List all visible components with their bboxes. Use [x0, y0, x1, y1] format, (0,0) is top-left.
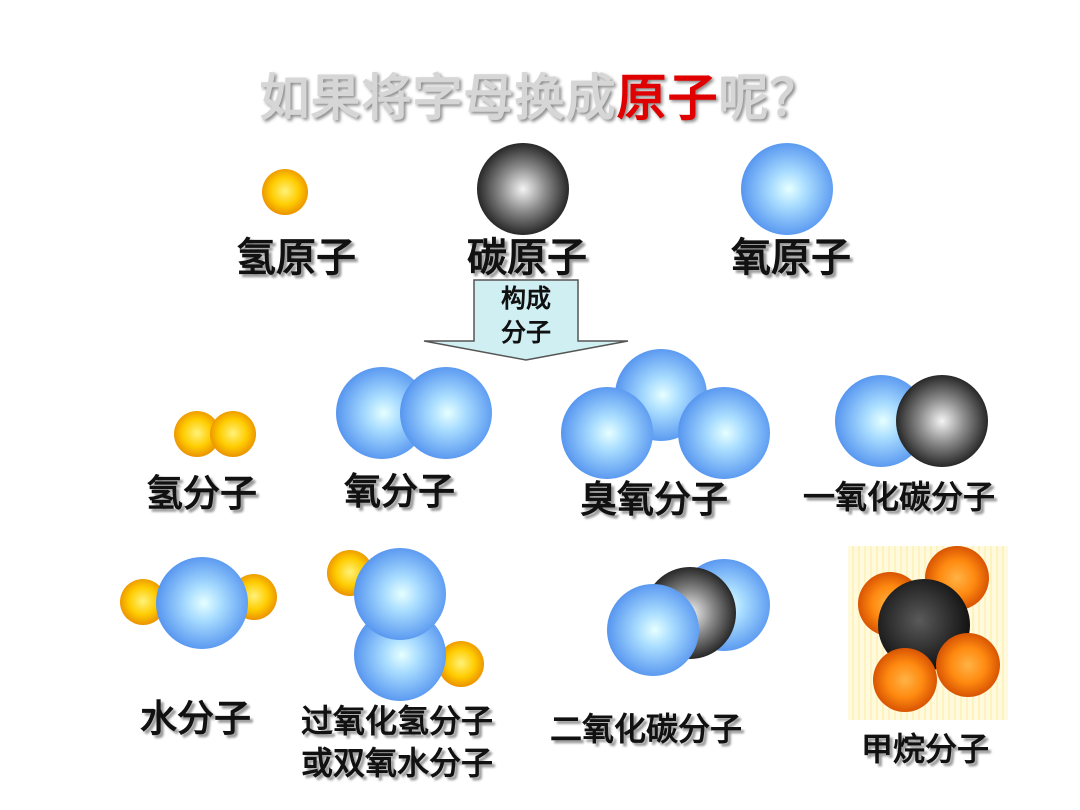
hydrogen-peroxide-label: 过氧化氢分子: [301, 702, 494, 740]
hydrogen-peroxide-model: [327, 548, 484, 701]
oxygen-molecule-model: [336, 367, 492, 459]
oxygen-molecule-label: 氧分子: [344, 470, 455, 513]
carbon-monoxide-label: 一氧化碳分子: [803, 478, 996, 516]
water-molecule-label: 水分子: [140, 697, 251, 740]
oxygen-atom-label: 氧原子: [731, 235, 851, 281]
methane-label: 甲烷分子: [861, 730, 990, 768]
ozone-molecule-model: [561, 349, 770, 479]
carbon-monoxide-model: [835, 375, 988, 467]
arrow-label-line1: 构成: [500, 284, 551, 313]
hydrogen-atom: [262, 169, 308, 215]
arrow-label: 构成 分子: [478, 282, 574, 350]
hydrogen-atom-label: 氢原子: [236, 235, 356, 281]
methane-model: [848, 546, 1008, 720]
carbon-dioxide-label: 二氧化碳分子: [550, 710, 743, 748]
compose-arrow: [423, 279, 629, 361]
oxygen-atom: [741, 143, 833, 235]
title-highlight: 原子: [616, 69, 719, 127]
page-title: 如果将字母换成原子呢？: [259, 69, 821, 127]
hydrogen-molecule-model: [174, 411, 256, 457]
ozone-molecule-label: 臭氧分子: [580, 478, 728, 521]
arrow-label-line2: 分子: [500, 317, 551, 347]
hydrogen-peroxide-label-alt: 或双氧水分子: [301, 744, 494, 782]
carbon-atom-label: 碳原子: [467, 235, 587, 281]
hydrogen-molecule-label: 氢分子: [146, 472, 257, 515]
water-molecule-model: [120, 557, 277, 649]
carbon-dioxide-model: [607, 559, 770, 676]
carbon-atom: [477, 143, 569, 235]
